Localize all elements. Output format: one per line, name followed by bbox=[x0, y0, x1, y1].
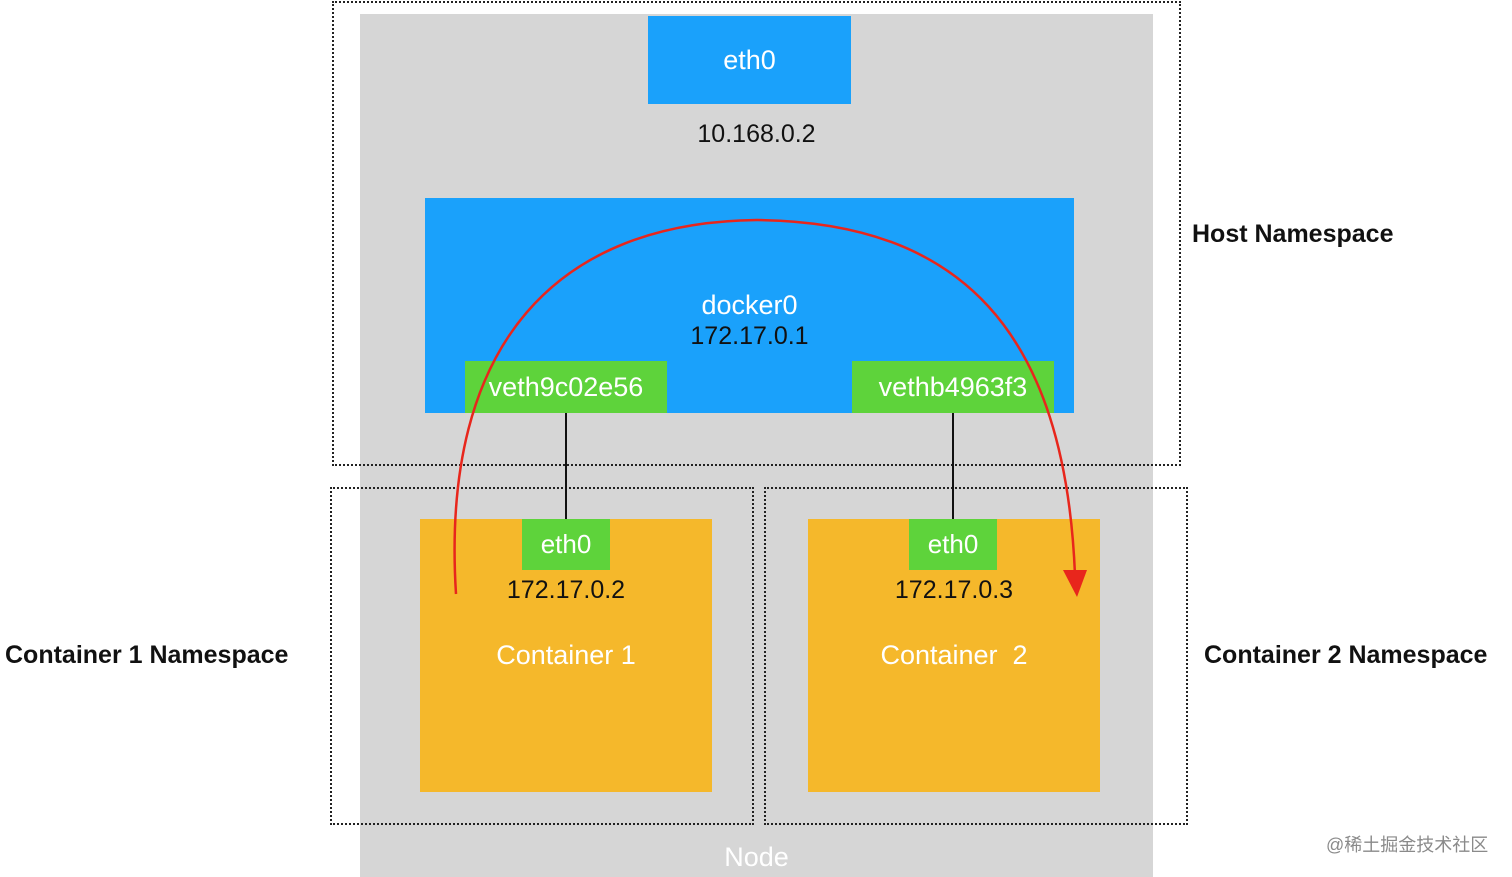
container1-name: Container 1 bbox=[496, 640, 636, 670]
host-namespace-label: Host Namespace bbox=[1192, 220, 1394, 248]
bridge-ip: 172.17.0.1 bbox=[690, 322, 809, 350]
veth-right-label: vethb4963f3 bbox=[878, 371, 1028, 402]
watermark: @稀土掘金技术社区 bbox=[1326, 835, 1489, 855]
veth-left: veth9c02e56 bbox=[465, 361, 667, 413]
traffic-flow-arrow bbox=[453, 218, 1077, 595]
host-eth0-interface: eth0 bbox=[648, 16, 851, 104]
bridge-name: docker0 bbox=[701, 290, 798, 320]
container1-ip: 172.17.0.2 bbox=[506, 576, 626, 604]
arrow-head-icon bbox=[1063, 570, 1087, 597]
veth-pair-link-left bbox=[565, 413, 567, 519]
container1-eth0-label: eth0 bbox=[540, 529, 592, 559]
container2-namespace-boundary bbox=[764, 487, 1188, 825]
container2-name: Container 2 bbox=[880, 640, 1028, 670]
veth-right: vethb4963f3 bbox=[852, 361, 1054, 413]
host-namespace-boundary bbox=[332, 1, 1181, 466]
container2-ip: 172.17.0.3 bbox=[894, 576, 1014, 604]
veth-pair-link-right bbox=[952, 413, 954, 519]
veth-left-label: veth9c02e56 bbox=[488, 371, 644, 402]
container1-eth0: eth0 bbox=[522, 519, 610, 570]
host-eth0-label: eth0 bbox=[723, 44, 776, 75]
container2-namespace-label: Container 2 Namespace bbox=[1204, 641, 1488, 669]
container2-eth0-label: eth0 bbox=[927, 529, 979, 559]
container2-eth0: eth0 bbox=[909, 519, 997, 570]
container1-namespace-boundary bbox=[330, 487, 754, 825]
host-eth0-ip: 10.168.0.2 bbox=[697, 120, 816, 148]
container1-namespace-label: Container 1 Namespace bbox=[5, 641, 289, 669]
node-label: Node bbox=[724, 842, 789, 872]
